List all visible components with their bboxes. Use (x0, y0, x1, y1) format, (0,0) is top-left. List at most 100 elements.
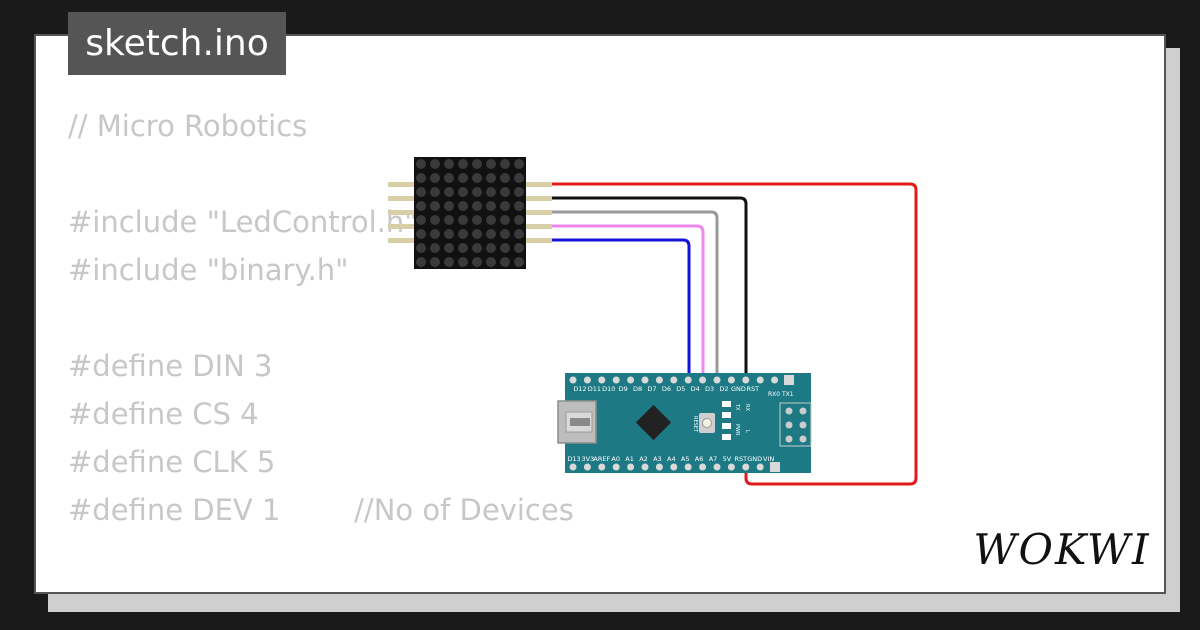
matrix-led (444, 173, 454, 183)
matrix-led (430, 159, 440, 169)
board-pin[interactable] (655, 376, 663, 384)
matrix-right-pins (524, 182, 552, 243)
board-pin[interactable] (742, 463, 750, 471)
board-pin[interactable] (713, 463, 721, 471)
led-labels: TX RX PWR L (734, 403, 750, 436)
reset-button[interactable] (699, 413, 715, 433)
matrix-led (500, 173, 510, 183)
board-pin[interactable] (684, 463, 692, 471)
matrix-led (458, 187, 468, 197)
code-line: // Micro Robotics (68, 109, 308, 143)
matrix-led (486, 201, 496, 211)
matrix-led (500, 257, 510, 267)
wokwi-logo: WOKWI (975, 526, 1150, 574)
board-pin[interactable] (569, 376, 577, 384)
board-pin-square (784, 375, 794, 385)
matrix-led (416, 243, 426, 253)
board-pin[interactable] (756, 376, 764, 384)
board-pin[interactable] (641, 376, 649, 384)
top-pin-label: D2 (719, 385, 728, 393)
matrix-led (472, 215, 482, 225)
board-pin[interactable] (771, 376, 779, 384)
board-pin[interactable] (583, 376, 591, 384)
top-pin-label: D12 (573, 385, 586, 393)
matrix-led (486, 159, 496, 169)
matrix-led (500, 159, 510, 169)
matrix-led (472, 243, 482, 253)
board-pin[interactable] (742, 376, 750, 384)
matrix-led (444, 257, 454, 267)
matrix-led (444, 243, 454, 253)
wires (552, 182, 918, 486)
matrix-led (458, 201, 468, 211)
bottom-pin-label: A6 (695, 455, 704, 463)
matrix-led (500, 215, 510, 225)
matrix-led (416, 215, 426, 225)
matrix-led (514, 173, 524, 183)
board-pin[interactable] (699, 463, 707, 471)
board-pin[interactable] (670, 376, 678, 384)
board-pin[interactable] (756, 463, 764, 471)
board-pin[interactable] (569, 463, 577, 471)
top-pin-label: RST (746, 385, 759, 393)
matrix-led (444, 215, 454, 225)
matrix-led (444, 229, 454, 239)
board-pin[interactable] (612, 463, 620, 471)
board-pin[interactable] (641, 463, 649, 471)
matrix-dots (416, 159, 524, 267)
bottom-pin-label: A5 (681, 455, 690, 463)
wire-din-d3[interactable] (552, 210, 719, 378)
matrix-led (458, 159, 468, 169)
wire-gnd[interactable] (552, 196, 748, 378)
board-pin[interactable] (684, 376, 692, 384)
board-pin-square (770, 462, 780, 472)
matrix-led (416, 173, 426, 183)
led-label-tx: TX (734, 403, 740, 411)
code-line: LedControl lc=LedControl(DIN,CLK,CS,DEV)… (68, 582, 706, 592)
board-pin[interactable] (713, 376, 721, 384)
board-pin[interactable] (598, 463, 606, 471)
matrix-led (486, 243, 496, 253)
matrix-led (500, 201, 510, 211)
wokwi-logo-text: WOKWI (975, 526, 1150, 574)
matrix-led (458, 215, 468, 225)
code-line: #define CLK 5 (68, 445, 276, 479)
matrix-led (416, 159, 426, 169)
code-line: #define CS 4 (68, 397, 259, 431)
usb-connector (557, 400, 597, 444)
matrix-led (416, 257, 426, 267)
bottom-pin-row (569, 462, 780, 472)
board-pin[interactable] (727, 376, 735, 384)
matrix-led (500, 187, 510, 197)
board-pin[interactable] (583, 463, 591, 471)
matrix-led (416, 229, 426, 239)
code-line: #include "binary.h" (68, 253, 349, 287)
board-pin[interactable] (699, 376, 707, 384)
wire-vcc-5v[interactable] (552, 182, 918, 486)
matrix-led (514, 201, 524, 211)
led-matrix[interactable] (388, 157, 552, 269)
board-pin[interactable] (670, 463, 678, 471)
microcontroller-chip (635, 404, 672, 441)
wire-clk-d5[interactable] (552, 238, 691, 378)
board-pin[interactable] (627, 376, 635, 384)
matrix-led (430, 187, 440, 197)
board-pin[interactable] (612, 376, 620, 384)
top-pin-label: D11 (588, 385, 601, 393)
matrix-led (430, 243, 440, 253)
bottom-pin-label: 3V3 (582, 455, 595, 463)
board-pin[interactable] (627, 463, 635, 471)
board-pin[interactable] (727, 463, 735, 471)
board-pin[interactable] (655, 463, 663, 471)
board-pin[interactable] (598, 376, 606, 384)
wire-cs-d4[interactable] (552, 224, 705, 378)
code-line: #define DIN 3 (68, 349, 273, 383)
code-preview: // Micro Robotics#include "LedControl.h"… (68, 102, 706, 592)
matrix-led (514, 215, 524, 225)
bottom-pin-label: A4 (667, 455, 676, 463)
bottom-pin-label: D13 (567, 455, 580, 463)
matrix-led (416, 201, 426, 211)
